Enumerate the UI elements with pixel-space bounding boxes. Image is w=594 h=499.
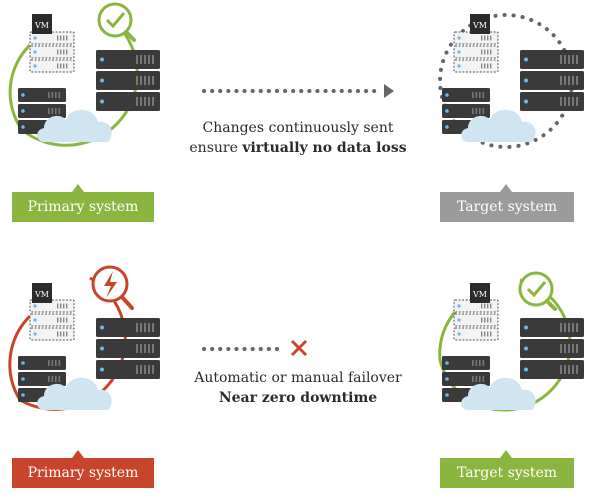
top-target-servers [442,32,584,142]
vm-label: VM [34,290,49,299]
vm-label: VM [472,290,487,299]
vm-badge [470,14,490,34]
bottom-caption-line2: Near zero downtime [180,388,416,408]
top-caption-prefix: ensure [189,140,243,156]
check-icon [518,271,557,311]
x-mark-icon [290,339,308,357]
bottom-primary-system: VM [8,265,160,411]
bottom-target-label: Target system [456,465,558,481]
failover-arrow [202,339,308,357]
vm-label: VM [472,21,487,30]
top-primary-label: Primary system [27,199,139,215]
top-primary-servers [18,32,160,142]
top-caption-line1: Changes continuously sent [202,120,394,136]
top-target-system: VM [438,13,584,149]
vm-badge [470,283,490,303]
top-primary-label-box [12,192,154,222]
top-primary-ring [21,16,139,147]
vm-badge [32,14,52,34]
bottom-primary-label: Primary system [27,465,139,481]
top-target-label-box [440,192,574,222]
vm-badge [32,283,52,303]
bottom-primary-servers [18,300,160,410]
bottom-target-label-box [440,458,574,488]
vm-label: VM [34,21,49,30]
top-primary-system: VM [8,2,160,147]
bottom-caption-bold: Near zero downtime [218,390,378,406]
bottom-caption: Automatic or manual failover Near zero d… [180,368,416,408]
bottom-target-system: VM [438,271,584,412]
check-icon [97,2,136,42]
arrow-icon [202,84,394,98]
top-caption: Changes continuously sent ensure virtual… [180,118,416,158]
bottom-caption-line1: Automatic or manual failover [194,370,402,386]
bottom-primary-label-box [12,458,154,488]
top-target-label: Target system [456,199,558,215]
lightning-fault-icon [91,265,134,310]
top-caption-bold: virtually no data loss [242,140,407,156]
top-caption-line2: ensure virtually no data loss [180,138,416,158]
